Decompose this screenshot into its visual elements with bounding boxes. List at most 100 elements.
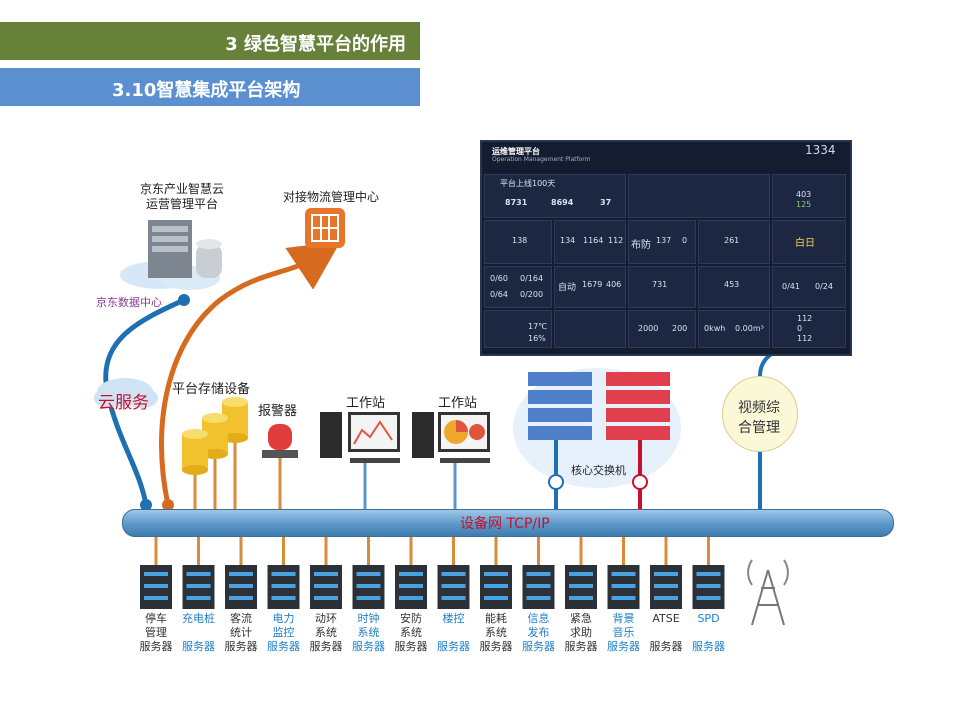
dash-panel-row2-d bbox=[698, 220, 770, 264]
logistics-link-line bbox=[159, 241, 341, 506]
dash-panel-row4-c bbox=[628, 310, 696, 348]
server-slot bbox=[399, 584, 423, 588]
server-label: 背景音乐服务器 bbox=[607, 612, 640, 653]
dash-value-453: 453 bbox=[724, 280, 740, 289]
dash-value-125: 125 bbox=[796, 200, 812, 209]
cloud-link-endpoint bbox=[178, 294, 190, 306]
server-label: 动环系统服务器 bbox=[309, 612, 343, 653]
dash-value-200: 200 bbox=[672, 324, 688, 333]
video-management-label: 视频综 合管理 bbox=[738, 400, 780, 436]
server-slot bbox=[654, 572, 678, 576]
dash-value-731: 731 bbox=[652, 280, 668, 289]
jd-datacenter-label: 京东数据中心 bbox=[96, 296, 162, 309]
bus-blue-endpoint bbox=[140, 499, 152, 511]
server-slot bbox=[696, 596, 721, 600]
server-slot bbox=[356, 584, 381, 588]
server-label: 停车管理服务器 bbox=[139, 612, 173, 653]
dash-panel-row3-b bbox=[554, 266, 626, 308]
dash-panel-timeline bbox=[628, 174, 770, 218]
dash-value-0m3: 0.00m³ bbox=[735, 324, 764, 333]
dash-value-1679: 1679 bbox=[582, 280, 603, 289]
server-slot bbox=[229, 596, 253, 600]
subsection-title: 3.10智慧集成平台架构 bbox=[112, 80, 301, 101]
dash-value-0: 0 bbox=[682, 236, 688, 245]
dash-day-mode: 白日 bbox=[795, 238, 815, 249]
server-label: 充电桩 服务器 bbox=[182, 612, 215, 653]
dash-temperature: 17℃ bbox=[528, 322, 548, 331]
server-slot bbox=[441, 572, 466, 576]
server-label: 楼控 服务器 bbox=[437, 612, 470, 653]
server-slot bbox=[611, 596, 636, 600]
server-label: 紧急求助服务器 bbox=[564, 612, 598, 653]
logistics-center-label: 对接物流管理中心 bbox=[283, 190, 380, 204]
dash-panel-row3-e bbox=[772, 266, 846, 308]
dash-panel-row4-e bbox=[772, 310, 846, 348]
server-slot bbox=[356, 596, 381, 600]
section-title: 3 绿色智慧平台的作用 bbox=[225, 34, 406, 55]
server-slot bbox=[484, 572, 508, 576]
cloud-service-icon bbox=[94, 378, 158, 408]
server-slot bbox=[229, 572, 253, 576]
workstation-2-icon bbox=[412, 412, 490, 509]
section-header-bar: 3 绿色智慧平台的作用 bbox=[0, 22, 420, 60]
antenna-tower-icon bbox=[747, 559, 789, 626]
dash-value-0-200: 0/200 bbox=[520, 290, 544, 299]
server-stack bbox=[140, 535, 725, 609]
workstation-2-label: 工作站 bbox=[438, 396, 478, 411]
dash-auto-mode: 自动 bbox=[558, 283, 577, 293]
logistics-center-icon bbox=[305, 208, 345, 248]
dash-value-112-b: 112 bbox=[797, 334, 813, 343]
server-slot bbox=[654, 596, 678, 600]
dash-value-0-41: 0/41 bbox=[782, 282, 800, 291]
dashboard-subtitle: Operation Management Platform bbox=[492, 156, 591, 163]
cloud-service-label: 云服务 bbox=[98, 393, 149, 413]
server-slot bbox=[484, 584, 508, 588]
device-network-bus bbox=[122, 509, 894, 537]
dash-panel-row3-a bbox=[484, 266, 552, 308]
server-label: 安防系统服务器 bbox=[394, 612, 428, 653]
dash-value-0-24: 0/24 bbox=[815, 282, 833, 291]
server-slot bbox=[229, 584, 253, 588]
dash-value-261: 261 bbox=[724, 236, 740, 245]
server-slot bbox=[186, 596, 211, 600]
dash-value-2000: 2000 bbox=[638, 324, 659, 333]
server-slot bbox=[271, 596, 296, 600]
dash-value-1164: 1164 bbox=[583, 236, 604, 245]
dash-panel-row2-e bbox=[772, 220, 846, 264]
dash-value-0-164: 0/164 bbox=[520, 274, 544, 283]
bus-orange-endpoint bbox=[162, 499, 174, 511]
dash-security-mode: 布防 bbox=[631, 240, 651, 251]
server-slot bbox=[611, 572, 636, 576]
server-label: 电力监控服务器 bbox=[267, 612, 300, 653]
server-slot bbox=[399, 572, 423, 576]
server-slot bbox=[314, 596, 338, 600]
server-slot bbox=[696, 572, 721, 576]
dash-value-134: 134 bbox=[560, 236, 576, 245]
dash-value-0-60: 0/60 bbox=[490, 274, 508, 283]
server-slot bbox=[186, 584, 211, 588]
dash-value-0-b: 0 bbox=[797, 324, 803, 333]
jd-cloud-platform-label: 京东产业智慧云 运营管理平台 bbox=[140, 182, 225, 211]
dash-panel-overview bbox=[484, 174, 626, 218]
server-label: ATSE 服务器 bbox=[649, 612, 683, 653]
server-label: 信息发布服务器 bbox=[522, 612, 555, 653]
server-slot bbox=[526, 572, 551, 576]
server-slot bbox=[484, 596, 508, 600]
server-slot bbox=[654, 584, 678, 588]
dash-stat-3: 37 bbox=[600, 198, 612, 207]
server-slot bbox=[186, 572, 211, 576]
server-slot bbox=[314, 584, 338, 588]
dash-panel-row2-c bbox=[628, 220, 696, 264]
core-switch-icon bbox=[513, 368, 681, 509]
server-slot bbox=[441, 584, 466, 588]
dashboard-title: 运维管理平台 bbox=[492, 147, 540, 156]
server-label: SPD 服务器 bbox=[692, 612, 725, 653]
server-slot bbox=[144, 572, 168, 576]
server-slot bbox=[144, 584, 168, 588]
video-management-node bbox=[722, 376, 798, 452]
dashboard-clock: 1334 bbox=[805, 143, 836, 157]
server-slot bbox=[569, 572, 593, 576]
storage-label: 平台存储设备 bbox=[172, 382, 251, 397]
server-slot bbox=[144, 596, 168, 600]
